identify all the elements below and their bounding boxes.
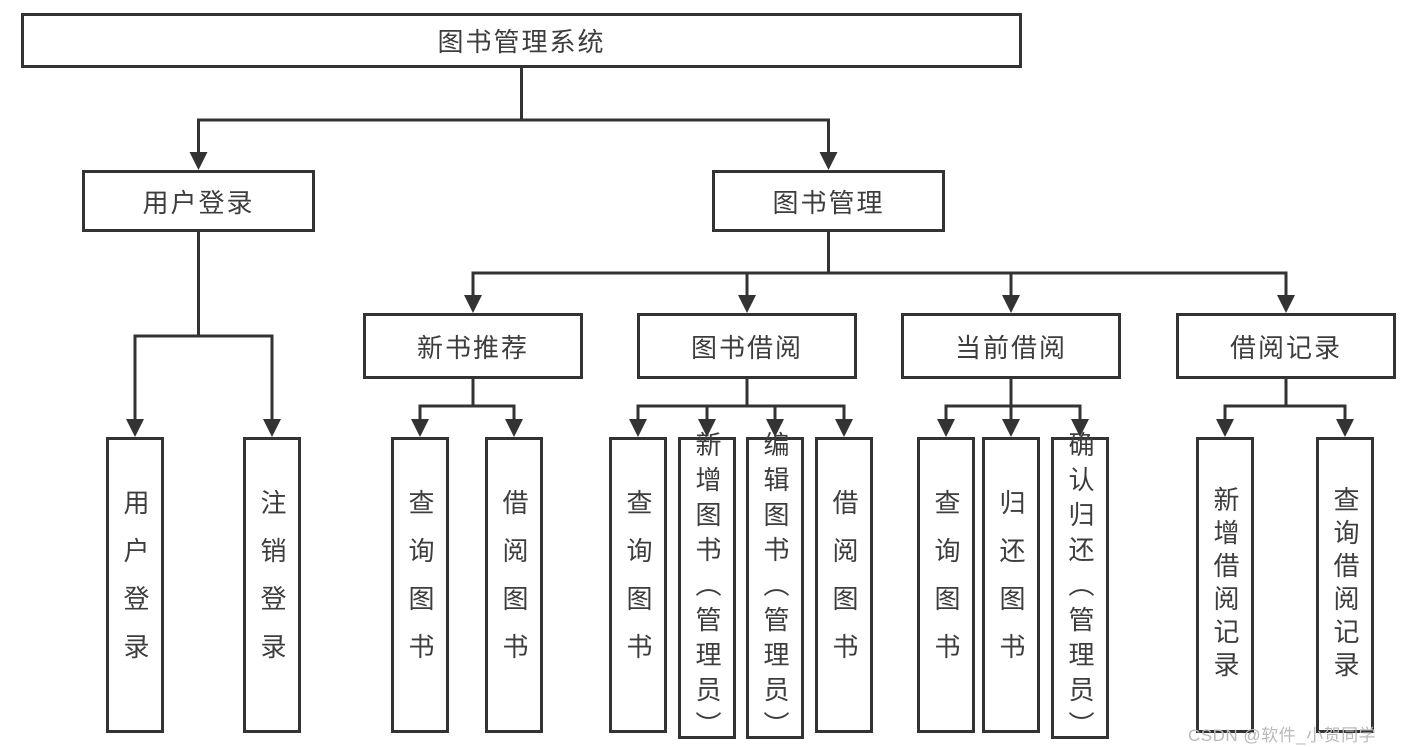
leaf-return-books: 归还图书 (982, 437, 1040, 733)
leaf-query-books-borrowing-label: 查询图书 (623, 489, 653, 681)
leaf-borrow-books-recommend-label: 借阅图书 (499, 489, 529, 681)
leaf-borrow-books-recommend: 借阅图书 (485, 437, 543, 733)
leaf-query-borrow-record: 查询借阅记录 (1316, 437, 1374, 733)
leaf-confirm-return-admin: 确认归还（管理员） (1051, 431, 1109, 746)
node-book-management-label: 图书管理 (772, 187, 885, 218)
node-book-borrowing: 图书借阅 (637, 313, 857, 379)
leaf-edit-books-admin: 编辑图书（管理员） (746, 431, 804, 746)
leaf-user-login-label: 用户登录 (120, 489, 150, 681)
leaf-add-borrow-record: 新增借阅记录 (1196, 437, 1254, 733)
node-current-borrowing-label: 当前借阅 (954, 332, 1067, 363)
node-user-login-label: 用户登录 (142, 187, 255, 218)
node-current-borrowing: 当前借阅 (901, 313, 1121, 379)
leaf-add-borrow-record-label: 新增借阅记录 (1210, 486, 1240, 684)
leaf-return-books-label: 归还图书 (996, 489, 1026, 681)
node-new-book-recommend: 新书推荐 (363, 313, 583, 379)
leaf-logout-login: 注销登录 (243, 437, 301, 733)
leaf-edit-books-admin-label: 编辑图书（管理员） (760, 430, 790, 746)
leaf-query-books-borrowing: 查询图书 (609, 437, 667, 733)
node-library-system: 图书管理系统 (21, 13, 1022, 68)
leaf-add-books-admin: 新增图书（管理员） (678, 431, 736, 746)
leaf-query-borrow-record-label: 查询借阅记录 (1330, 486, 1360, 684)
node-library-system-label: 图书管理系统 (437, 27, 606, 57)
node-book-borrowing-label: 图书借阅 (690, 332, 803, 363)
node-book-management: 图书管理 (712, 170, 945, 232)
csdn-watermark: CSDN @软件_小贺同学 (1188, 726, 1377, 745)
leaf-add-books-admin-label: 新增图书（管理员） (692, 430, 722, 746)
leaf-query-books-current: 查询图书 (917, 437, 975, 733)
leaf-query-books-recommend: 查询图书 (391, 437, 449, 733)
node-borrowing-records-label: 借阅记录 (1229, 332, 1342, 363)
node-user-login: 用户登录 (82, 170, 315, 232)
node-borrowing-records: 借阅记录 (1176, 313, 1396, 379)
leaf-user-login: 用户登录 (106, 437, 164, 733)
leaf-query-books-recommend-label: 查询图书 (405, 489, 435, 681)
leaf-logout-login-label: 注销登录 (257, 489, 287, 681)
leaf-confirm-return-admin-label: 确认归还（管理员） (1065, 430, 1095, 746)
leaf-borrow-books-borrowing-label: 借阅图书 (829, 489, 859, 681)
leaf-borrow-books-borrowing: 借阅图书 (815, 437, 873, 733)
leaf-query-books-current-label: 查询图书 (931, 489, 961, 681)
node-new-book-recommend-label: 新书推荐 (416, 332, 529, 363)
